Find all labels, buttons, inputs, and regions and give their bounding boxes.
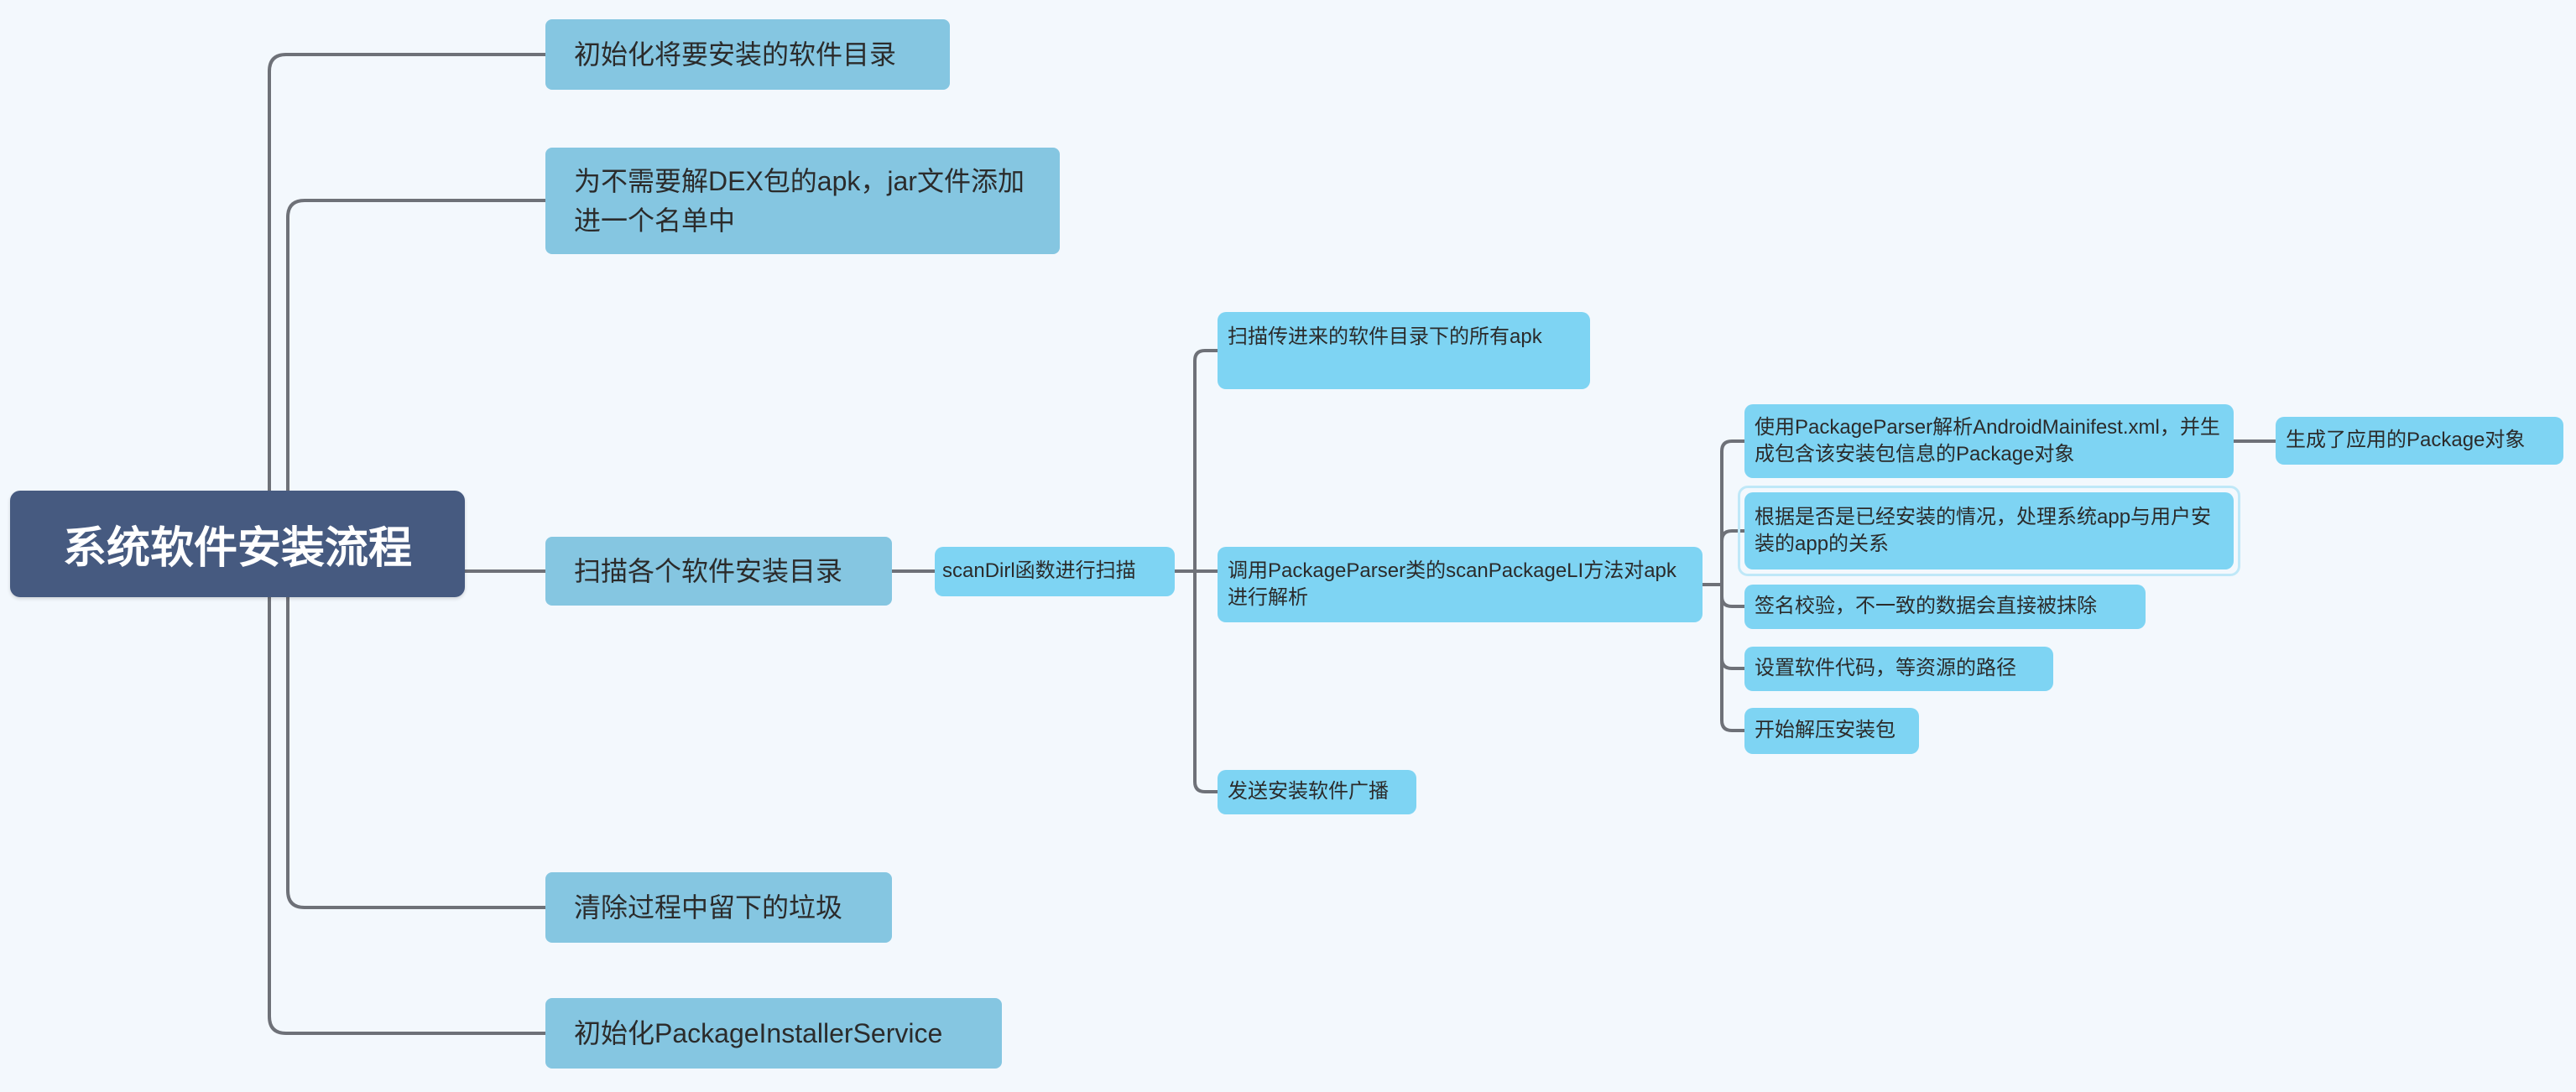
subtopic-resource-paths[interactable]: 设置软件代码，等资源的路径 [1744,647,2053,691]
root-topic-label: 系统软件安装流程 [62,524,412,573]
subtopic-label: 生成了应用的Package对象 [2286,429,2526,452]
subtopic-scan-apks[interactable]: 扫描传进来的软件目录下的所有apk [1218,312,1590,389]
subtopic-label: 调用PackageParser类的scanPackageLI方法对apk进行解析 [1228,559,1676,609]
topic-label: 为不需要解DEX包的apk，jar文件添加进一个名单中 [574,166,1025,236]
subtopic-parse-package[interactable]: 调用PackageParser类的scanPackageLI方法对apk进行解析 [1218,547,1703,622]
connector-root-to-cleanup [286,542,547,909]
subtopic-label: 使用PackageParser解析AndroidMainifest.xml，并生… [1755,415,2220,465]
topic-scan-dirs[interactable]: 扫描各个软件安装目录 [545,537,892,606]
root-topic[interactable]: 系统软件安装流程 [10,491,465,597]
topic-dex-list[interactable]: 为不需要解DEX包的apk，jar文件添加进一个名单中 [545,148,1060,254]
subtopic-package-object[interactable]: 生成了应用的Package对象 [2276,417,2563,465]
subtopic-label: 发送安装软件广播 [1228,780,1389,803]
subtopic-label: 根据是否是已经安装的情况，处理系统app与用户安装的app的关系 [1755,505,2212,555]
connector-scan-func-to-scan-apks [1173,349,1219,573]
connector-scan-func-to-broadcast [1193,569,1219,793]
topic-label: 清除过程中留下的垃圾 [574,892,843,923]
subtopic-unpack[interactable]: 开始解压安装包 [1744,708,1919,754]
connector-parse-to-relation [1720,529,1746,586]
subtopic-parse-manifest[interactable]: 使用PackageParser解析AndroidMainifest.xml，并生… [1744,404,2234,478]
connector-parse-to-paths [1720,583,1746,670]
connector-root-to-installer-service [268,542,547,1035]
connector-root-to-init-dir [268,53,547,545]
subtopic-label: 签名校验，不一致的数据会直接被抹除 [1755,595,2097,618]
connector-parse-to-signature [1720,583,1746,608]
subtopic-label: 扫描传进来的软件目录下的所有apk [1228,325,1542,348]
subtopic-scan-func[interactable]: scanDirl函数进行扫描 [935,547,1175,596]
connector-root-to-dex-list [286,199,547,545]
connector-parse-to-unpack [1720,583,1746,732]
topic-label: 初始化PackageInstallerService [574,1017,943,1048]
subtopic-send-broadcast[interactable]: 发送安装软件广播 [1218,770,1416,814]
topic-label: 初始化将要安装的软件目录 [574,39,897,70]
selection-outline [1738,486,2240,576]
topic-label: 扫描各个软件安装目录 [574,555,843,586]
subtopic-label: 设置软件代码，等资源的路径 [1755,657,2016,680]
connector-parse-to-manifest [1700,439,1746,586]
subtopic-app-relation[interactable]: 根据是否是已经安装的情况，处理系统app与用户安装的app的关系 [1744,492,2234,569]
subtopic-label: scanDirl函数进行扫描 [942,559,1136,583]
topic-installer-service[interactable]: 初始化PackageInstallerService [545,998,1002,1069]
subtopic-label: 开始解压安装包 [1755,719,1895,742]
topic-init-dir[interactable]: 初始化将要安装的软件目录 [545,19,950,90]
subtopic-signature-check[interactable]: 签名校验，不一致的数据会直接被抹除 [1744,585,2146,629]
topic-cleanup[interactable]: 清除过程中留下的垃圾 [545,872,892,943]
